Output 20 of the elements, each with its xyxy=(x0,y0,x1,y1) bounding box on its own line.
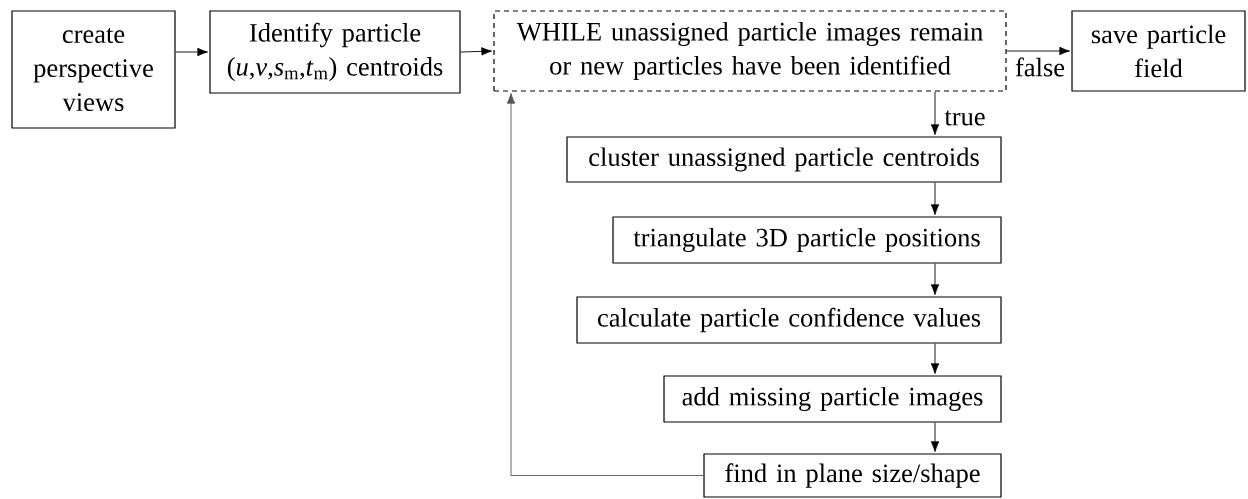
arrow xyxy=(930,263,940,295)
process-box: cluster unassigned particle centroids xyxy=(566,136,1002,183)
arrow xyxy=(930,91,940,135)
process-box: triangulate 3D particle positions xyxy=(612,216,1002,264)
arrow xyxy=(930,343,940,374)
process-box: save particle field xyxy=(1071,10,1246,92)
arrow xyxy=(930,182,940,215)
arrow xyxy=(1006,46,1070,56)
process-box: Identify particle (u,v,s$_{m}$,t$_{m}$) centroids xyxy=(209,10,461,94)
arrow xyxy=(460,47,492,56)
edge-label: false xyxy=(1014,56,1066,78)
process-box: add missing particle images xyxy=(663,375,1002,423)
arrow xyxy=(930,422,940,452)
process-box: calculate particle confidence values xyxy=(576,296,1002,344)
loop-condition-box: WHILE unassigned particle images remain or new particles have been identified xyxy=(493,10,1007,92)
arrow xyxy=(175,47,208,57)
process-box: create perspective views xyxy=(11,10,176,129)
loop-back-arrow xyxy=(506,93,704,476)
process-box: find in plane size/shape xyxy=(703,453,1002,498)
edge-label: true xyxy=(943,109,987,127)
